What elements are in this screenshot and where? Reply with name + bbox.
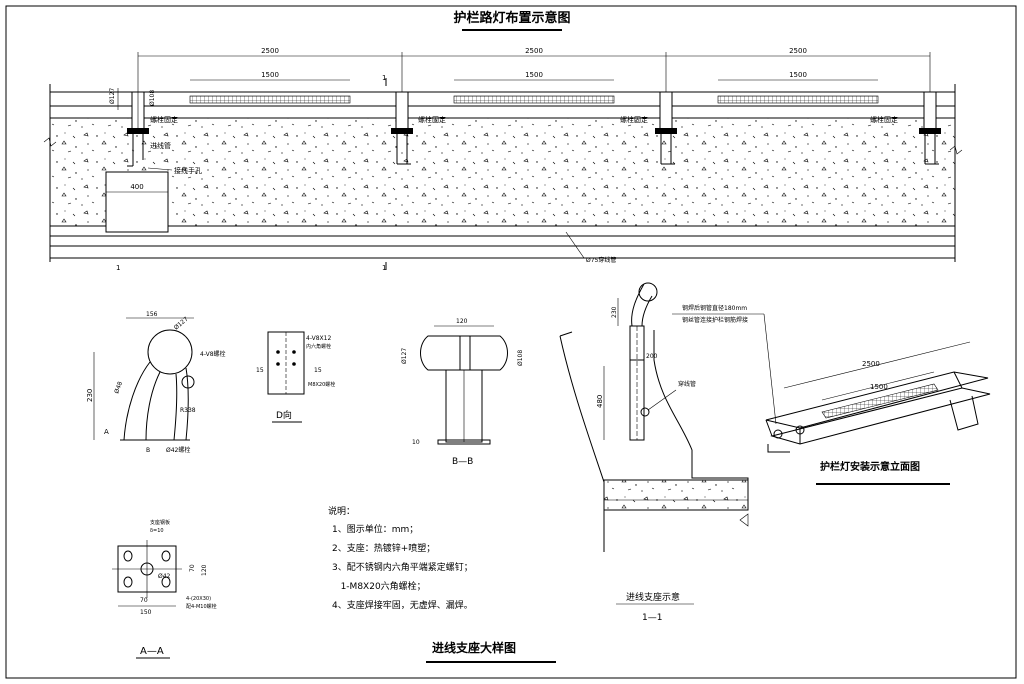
callout-m8x20: M8X20螺栓	[308, 381, 335, 388]
note-item: 2、支座：热镀锌+喷塑；	[332, 542, 435, 554]
section-1-1: 230 200 480 穿线管 进线支座示意 1—1	[559, 282, 749, 623]
dim-1500-2: 1500	[525, 71, 543, 79]
dim-70-vertical: 70	[189, 564, 196, 572]
elevation-drawing: 钢焊后钢管直径180mm 钢丝管连接护栏钢筋焊接 2500 1500 护栏灯安装…	[672, 304, 991, 485]
concrete-barrier	[50, 118, 955, 226]
mark-a: A	[104, 428, 109, 436]
elevation-title: 护栏灯安装示意立面图	[820, 460, 920, 473]
dim-120-bb: 120	[456, 318, 468, 325]
section-mark-label: 1—1	[642, 613, 662, 623]
dim-120-aa: 120	[201, 564, 208, 576]
dim-48: Ø48	[113, 381, 124, 395]
notes-block: 说明： 1、图示单位：mm； 2、支座：热镀锌+喷塑； 3、配不锈钢内六角平端紧…	[328, 505, 473, 611]
callout-bolt-4: 螺栓固定	[870, 115, 898, 124]
dim-400: 400	[130, 183, 143, 191]
dim-15-right: 15	[314, 367, 322, 374]
dim-480-section: 480	[596, 395, 604, 408]
dim-70-horizontal: 70	[140, 597, 148, 604]
dim-127-label: Ø127	[109, 88, 116, 104]
note-item: 1-M8X20六角螺栓；	[332, 580, 426, 592]
svg-text:1: 1	[116, 264, 120, 272]
dim-1500-1: 1500	[261, 71, 279, 79]
callout-conduit: Ø75穿线管	[586, 256, 616, 264]
view-bb-title: B—B	[452, 457, 473, 467]
callout-holes: 4-(20X30)	[186, 596, 211, 602]
callout-bolt-1: 螺栓固定	[150, 115, 178, 124]
view-aa-title: A—A	[140, 646, 164, 657]
section-mark-top: 1	[382, 74, 386, 82]
callout-bolt-2: 螺栓固定	[418, 115, 446, 124]
sheet-border	[5, 5, 1017, 679]
elev-dim-2500: 2500	[862, 360, 880, 368]
section-caption: 进线支座示意	[626, 591, 680, 603]
dim-108-label: Ø108	[149, 90, 156, 106]
dim-127-bb: Ø127	[401, 348, 408, 364]
dim-42-bolt: Ø42螺栓	[166, 446, 190, 454]
view-d: 4-V8X12 内六角螺栓 15 15 M8X20螺栓 D向	[256, 331, 335, 423]
lamp-strip	[717, 95, 879, 104]
view-d-title: D向	[276, 409, 292, 421]
junction-hand-hole	[105, 171, 169, 233]
dim-230-elbow: 230	[86, 389, 94, 402]
callout-v8-bolt: 4-V8螺栓	[200, 350, 226, 358]
detail-elbow: 156 Ø127 4-V8螺栓 230 Ø48 R338 Ø42螺栓 A B	[86, 311, 226, 454]
dim-15-left: 15	[256, 367, 264, 374]
post-3	[655, 91, 677, 165]
dim-1500-3: 1500	[789, 71, 807, 79]
view-aa: 支座钢板 δ=10 Ø42 70 120 70 150 4-(20X30) 配4…	[112, 519, 217, 659]
note-item: 4、支座焊接牢固，无虚焊、漏焊。	[332, 599, 473, 611]
post-1	[127, 91, 149, 167]
plan-drawing: 护栏路灯布置示意图 2500 2500 2500 1500 1500 1500	[43, 10, 963, 272]
note-item: 1、图示单位：mm；	[332, 523, 418, 535]
lamp-strip	[453, 95, 615, 104]
elev-dim-1500: 1500	[870, 383, 888, 391]
dim-108-bb: Ø108	[517, 350, 524, 366]
note-item: 3、配不锈钢内六角平端紧定螺钉；	[332, 561, 473, 573]
dim-42-aa: Ø42	[158, 573, 171, 580]
callout-hand-hole: 接线手孔	[174, 166, 202, 175]
callout-plate-t: δ=10	[150, 528, 164, 534]
callout-wire-pipe: 穿线管	[678, 380, 696, 388]
section-mark-bottom: 1	[382, 264, 386, 272]
lamp-strip	[189, 95, 351, 104]
dim-2500-1: 2500	[261, 47, 279, 55]
plan-title: 护栏路灯布置示意图	[453, 10, 570, 26]
dim-156: 156	[146, 311, 158, 318]
callout-m10-bolts: 配4-M10螺栓	[186, 603, 217, 610]
notes-heading: 说明：	[328, 505, 355, 517]
callout-bolt-3: 螺栓固定	[620, 115, 648, 124]
dim-r338: R338	[180, 407, 196, 414]
dim-150-aa: 150	[140, 609, 152, 616]
elev-note-2: 钢丝管连接护栏钢筋焊接	[682, 316, 748, 324]
post-4	[919, 91, 941, 165]
post-2	[391, 91, 413, 165]
callout-inlet-pipe: 进线管	[150, 141, 171, 150]
elev-note-1: 钢焊后钢管直径180mm	[682, 304, 747, 312]
view-bb: 120 Ø127 Ø108 10 B—B	[401, 318, 524, 467]
detail-title: 进线支座大样图	[432, 640, 516, 655]
callout-hex-bolt: 内六角螺栓	[306, 343, 331, 350]
callout-v8x12: 4-V8X12	[306, 335, 331, 342]
mark-b: B	[146, 447, 150, 454]
dim-2500-2: 2500	[525, 47, 543, 55]
callout-plate: 支座钢板	[150, 519, 170, 526]
dim-230-section: 230	[611, 306, 618, 318]
dim-200-section: 200	[646, 353, 658, 360]
dim-10-bb: 10	[412, 439, 420, 446]
dim-2500-3: 2500	[789, 47, 807, 55]
